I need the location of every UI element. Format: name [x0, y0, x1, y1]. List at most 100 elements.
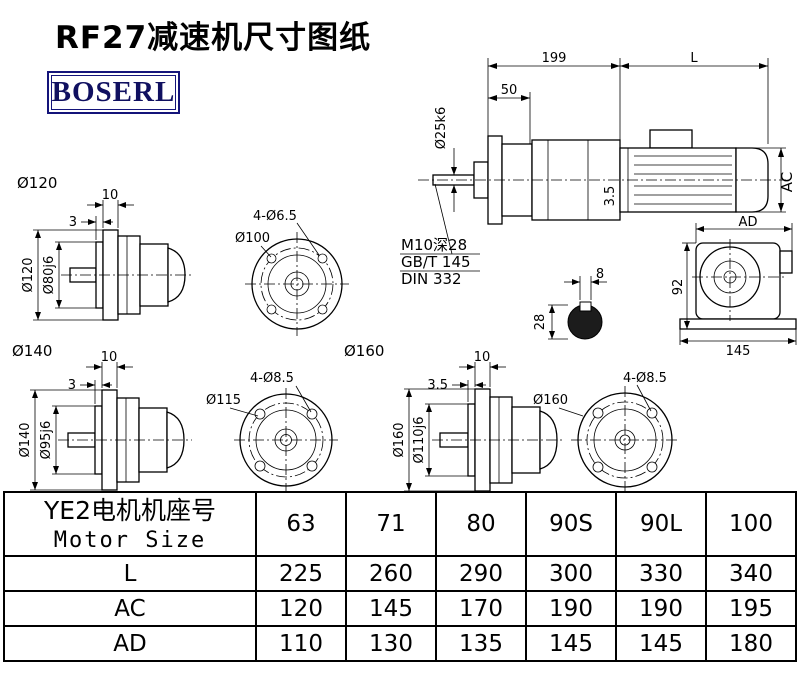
dim-od: Ø120: [21, 257, 36, 292]
flange-160-profile: Ø160: [344, 342, 564, 492]
ac-dimension: [738, 147, 786, 213]
dim-od: Ø140: [18, 422, 33, 457]
holes-leader: [295, 385, 312, 413]
length-dimension-lines: [451, 58, 769, 212]
cell-AD: 145: [525, 625, 617, 662]
main-assembly-view: 199 L 50 Ø25k6 3.5 AC M10深28 GB/T 145 DI…: [400, 51, 796, 288]
cell-AC: 170: [435, 590, 527, 627]
row-label-L: L: [3, 555, 257, 592]
keyway-slot: [579, 301, 592, 312]
motor-cooling-fins: [634, 155, 732, 205]
note-din332: DIN 332: [401, 270, 462, 288]
thickness-dimensions: [452, 362, 506, 402]
table-row-AD: AD 110 130 135 145 145 180: [3, 625, 797, 662]
ad-dimension: [695, 223, 793, 251]
cell-L: 225: [255, 555, 347, 592]
motor-dimension-table: YE2电机机座号 Motor Size 63 71 80 90S 90L 100…: [3, 491, 797, 662]
note-m10: M10深28: [401, 236, 467, 254]
table-header-row: YE2电机机座号 Motor Size 63 71 80 90S 90L 100: [3, 491, 797, 557]
shaft-key-section: 8 28: [533, 267, 607, 340]
cell-L: 300: [525, 555, 617, 592]
bolt-circle: [260, 247, 334, 321]
dim-AD: AD: [739, 215, 758, 230]
holes-label: 4-Ø6.5: [253, 209, 297, 224]
bolt-holes: [592, 407, 658, 473]
dim-AC: AC: [778, 172, 796, 192]
dim-10: 10: [102, 188, 119, 203]
table-row-L: L 225 260 290 300 330 340: [3, 555, 797, 592]
dim-145: 145: [726, 344, 751, 359]
motor-size-label-cn: YE2电机机座号: [44, 496, 216, 526]
page-title: RF27减速机尺寸图纸: [55, 20, 372, 56]
dim-199: 199: [542, 51, 567, 66]
cell-AC: 195: [705, 590, 797, 627]
cell-L: 340: [705, 555, 797, 592]
side-end-view: AD 92 145: [671, 215, 797, 359]
dia-label: Ø100: [235, 231, 270, 246]
dim-28: 28: [533, 314, 548, 331]
shaft-tap-note-leader: [400, 183, 480, 272]
diameter-dimensions: [33, 229, 103, 321]
dia-leader: [558, 407, 584, 417]
key-width-dimension: [564, 276, 607, 300]
dim-10: 10: [101, 350, 118, 365]
dim-8: 8: [596, 267, 604, 282]
motor-size-value: 90L: [615, 491, 707, 557]
dim-shaft-diameter: Ø25k6: [434, 107, 449, 150]
cell-AC: 190: [615, 590, 707, 627]
dim-50: 50: [501, 83, 518, 98]
dia-label: Ø160: [533, 393, 568, 408]
base-width-dimension: [679, 329, 797, 345]
dim-flange-gap: 3.5: [603, 186, 618, 207]
flange-140-title: Ø140: [12, 342, 52, 360]
cell-AD: 130: [345, 625, 437, 662]
dim-3: 3: [68, 378, 76, 393]
motor-size-value: 63: [255, 491, 347, 557]
holes-label: 4-Ø8.5: [250, 371, 294, 386]
motor-size-value: 100: [705, 491, 797, 557]
cell-AC: 120: [255, 590, 347, 627]
row-label-AD: AD: [3, 625, 257, 662]
flange-120-profile: Ø120: [17, 174, 191, 321]
cell-AD: 145: [615, 625, 707, 662]
holes-leader: [636, 384, 652, 412]
holes-label: 4-Ø8.5: [623, 371, 667, 386]
gearmotor-outline: [432, 129, 769, 225]
dim-spigot: Ø80j6: [42, 256, 57, 295]
height-dimension: [682, 242, 696, 329]
section-height-dimension: [548, 304, 568, 340]
cell-L: 290: [435, 555, 527, 592]
dia-leader: [229, 407, 259, 417]
motor-size-header-cell: YE2电机机座号 Motor Size: [3, 491, 257, 557]
row-label-AC: AC: [3, 590, 257, 627]
dim-L: L: [690, 51, 698, 66]
thickness-dimensions: [81, 200, 134, 240]
motor-size-label-en: Motor Size: [53, 527, 207, 553]
cell-AD: 135: [435, 625, 527, 662]
dim-92: 92: [671, 279, 686, 296]
flange-120-title: Ø120: [17, 174, 57, 192]
dim-3-5: 3.5: [427, 378, 448, 393]
motor-size-value: 90S: [525, 491, 617, 557]
dim-spigot: Ø95j6: [39, 421, 54, 460]
cell-AD: 110: [255, 625, 347, 662]
dia-leader: [260, 245, 272, 258]
dim-od: Ø160: [392, 422, 407, 457]
cell-AD: 180: [705, 625, 797, 662]
motor-size-value: 80: [435, 491, 527, 557]
dia-label: Ø115: [206, 393, 241, 408]
front-view-100: 4-Ø6.5 Ø100: [235, 209, 349, 336]
housing-outline: [679, 239, 797, 330]
front-view-160: 4-Ø8.5 Ø160: [533, 371, 679, 492]
holes-leader: [296, 222, 320, 256]
thickness-dimensions: [80, 362, 133, 404]
cell-L: 260: [345, 555, 437, 592]
diameter-dimensions: [404, 388, 475, 492]
dim-spigot: Ø110j6: [412, 417, 427, 464]
brand-logo: BOSERL: [47, 71, 180, 114]
brand-logo-text: BOSERL: [51, 76, 176, 108]
table-row-AC: AC 120 145 170 190 190 195: [3, 590, 797, 627]
flange-160-title: Ø160: [344, 342, 384, 360]
dim-10: 10: [474, 350, 491, 365]
